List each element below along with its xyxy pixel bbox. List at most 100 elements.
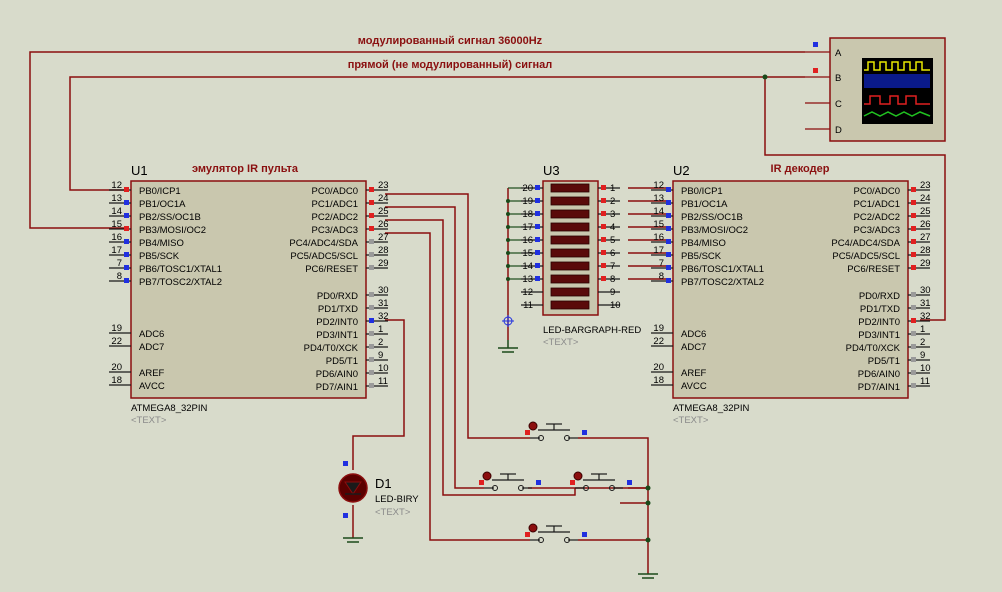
u1-pin-state <box>369 383 374 388</box>
scope-ch-d: D <box>835 125 842 136</box>
wire-pc2 <box>385 219 576 496</box>
u1-pin-name: PC0/ADC0 <box>312 186 358 197</box>
u1-pin-state <box>369 239 374 244</box>
u2-part: ATMEGA8_32PIN <box>673 403 750 414</box>
u2-pin-state <box>911 318 916 323</box>
u2-text: <TEXT> <box>673 415 709 426</box>
u1-chip[interactable]: U1 эмулятор IR пульта ATMEGA8_32PIN <TEX… <box>109 163 389 426</box>
u3-pin-num: 1 <box>610 183 615 194</box>
bargraph-segment <box>550 300 590 310</box>
pin-state <box>582 532 587 537</box>
u1-pin-num: 25 <box>378 206 389 217</box>
oscilloscope[interactable]: A B C D <box>805 37 946 142</box>
u1-text: <TEXT> <box>131 415 167 426</box>
u3-pin-num: 14 <box>522 261 533 272</box>
u1-pin-name: PD5/T1 <box>326 356 358 367</box>
u1-pin-state <box>369 318 374 323</box>
u3-pin-state <box>601 185 606 190</box>
u1-pin-name: PB7/TOSC2/XTAL2 <box>139 277 222 288</box>
u2-pin-name: PD2/INT0 <box>858 317 900 328</box>
u1-pin-state <box>369 213 374 218</box>
u1-pin-state <box>369 370 374 375</box>
u2-pin-name: PC3/ADC3 <box>854 225 900 236</box>
scope-ch-a: A <box>835 48 842 59</box>
u2-chip[interactable]: U2 IR декодер ATMEGA8_32PIN <TEXT> 12PB0… <box>651 163 931 426</box>
u1-pin-state <box>124 252 129 257</box>
u2-pin-name: PB7/TOSC2/XTAL2 <box>681 277 764 288</box>
pin-state <box>525 430 530 435</box>
u2-pin-state <box>666 278 671 283</box>
u2-pin-name: PB6/TOSC1/XTAL1 <box>681 264 764 275</box>
push-button-knob[interactable] <box>528 523 538 533</box>
push-button-knob[interactable] <box>482 471 492 481</box>
u3-pin-num: 5 <box>610 235 615 246</box>
push-button[interactable] <box>570 471 632 491</box>
u3-pin-num: 10 <box>610 300 621 311</box>
u3-pin-num: 4 <box>610 222 615 233</box>
u1-pin-name: PD6/AIN0 <box>316 369 358 380</box>
u1-pin-state <box>124 200 129 205</box>
u1-pin-num: 29 <box>378 258 389 269</box>
wire-d1-anode <box>352 319 405 470</box>
u1-pin-state <box>124 213 129 218</box>
u1-pin-name: PB2/SS/OC1B <box>139 212 201 223</box>
u1-pin-name: ADC7 <box>139 342 164 353</box>
net-label-direct: прямой (не модулированный) сигнал <box>348 59 553 71</box>
u2-pin-name: PC1/ADC1 <box>854 199 900 210</box>
u1-pin-num: 23 <box>378 180 389 191</box>
u3-pin-num: 15 <box>522 248 533 259</box>
bargraph-segment <box>550 261 590 271</box>
u1-pin-num: 28 <box>378 245 389 256</box>
d1-led[interactable]: D1 LED-BIRY <TEXT> <box>338 461 419 543</box>
u1-pin-num: 17 <box>111 245 122 256</box>
u1-pin-num: 26 <box>378 219 389 230</box>
bargraph-segment <box>550 287 590 297</box>
u2-pin-num: 14 <box>653 206 664 217</box>
u2-pin-state <box>911 331 916 336</box>
u2-pin-state <box>911 305 916 310</box>
u1-pin-state <box>369 357 374 362</box>
u2-pin-num: 30 <box>920 285 931 296</box>
u2-pin-name: PC5/ADC5/SCL <box>832 251 900 262</box>
u1-pin-name: PD1/TXD <box>318 304 358 315</box>
d1-ref: D1 <box>375 476 392 491</box>
u2-pin-state <box>911 292 916 297</box>
u2-pin-state <box>666 187 671 192</box>
scope-ch-c: C <box>835 99 842 110</box>
u2-pin-num: 17 <box>653 245 664 256</box>
u3-pin-num: 9 <box>610 287 615 298</box>
u1-ref: U1 <box>131 163 148 178</box>
push-button-knob[interactable] <box>528 421 538 431</box>
u2-pin-name: PD5/T1 <box>868 356 900 367</box>
u3-pin-num: 8 <box>610 274 615 285</box>
u1-pin-name: PC4/ADC4/SDA <box>289 238 358 249</box>
push-button[interactable] <box>479 471 541 491</box>
u1-pin-num: 31 <box>378 298 389 309</box>
u1-pin-name: PB1/OC1A <box>139 199 186 210</box>
u2-pin-num: 22 <box>653 336 664 347</box>
u2-pin-state <box>911 239 916 244</box>
push-button[interactable] <box>525 523 587 543</box>
u2-pin-state <box>911 200 916 205</box>
u1-pin-num: 20 <box>111 362 122 373</box>
u1-pin-state <box>369 226 374 231</box>
u3-pin-num: 16 <box>522 235 533 246</box>
u1-pin-num: 27 <box>378 232 389 243</box>
u2-pin-num: 25 <box>920 206 931 217</box>
wire-pc3 <box>385 232 530 541</box>
u3-pin-state <box>601 237 606 242</box>
u2-pin-state <box>911 252 916 257</box>
u1-pin-num: 9 <box>378 350 383 361</box>
u2-pin-num: 12 <box>653 180 664 191</box>
push-button[interactable] <box>525 421 587 441</box>
u2-pin-num: 16 <box>653 232 664 243</box>
u3-pin-state <box>535 198 540 203</box>
push-button-knob[interactable] <box>573 471 583 481</box>
u1-pin-state <box>369 200 374 205</box>
push-buttons <box>479 421 632 543</box>
u3-pin-state <box>601 250 606 255</box>
u2-pin-state <box>911 357 916 362</box>
u3-pin-num: 18 <box>522 209 533 220</box>
u1-pin-num: 18 <box>111 375 122 386</box>
